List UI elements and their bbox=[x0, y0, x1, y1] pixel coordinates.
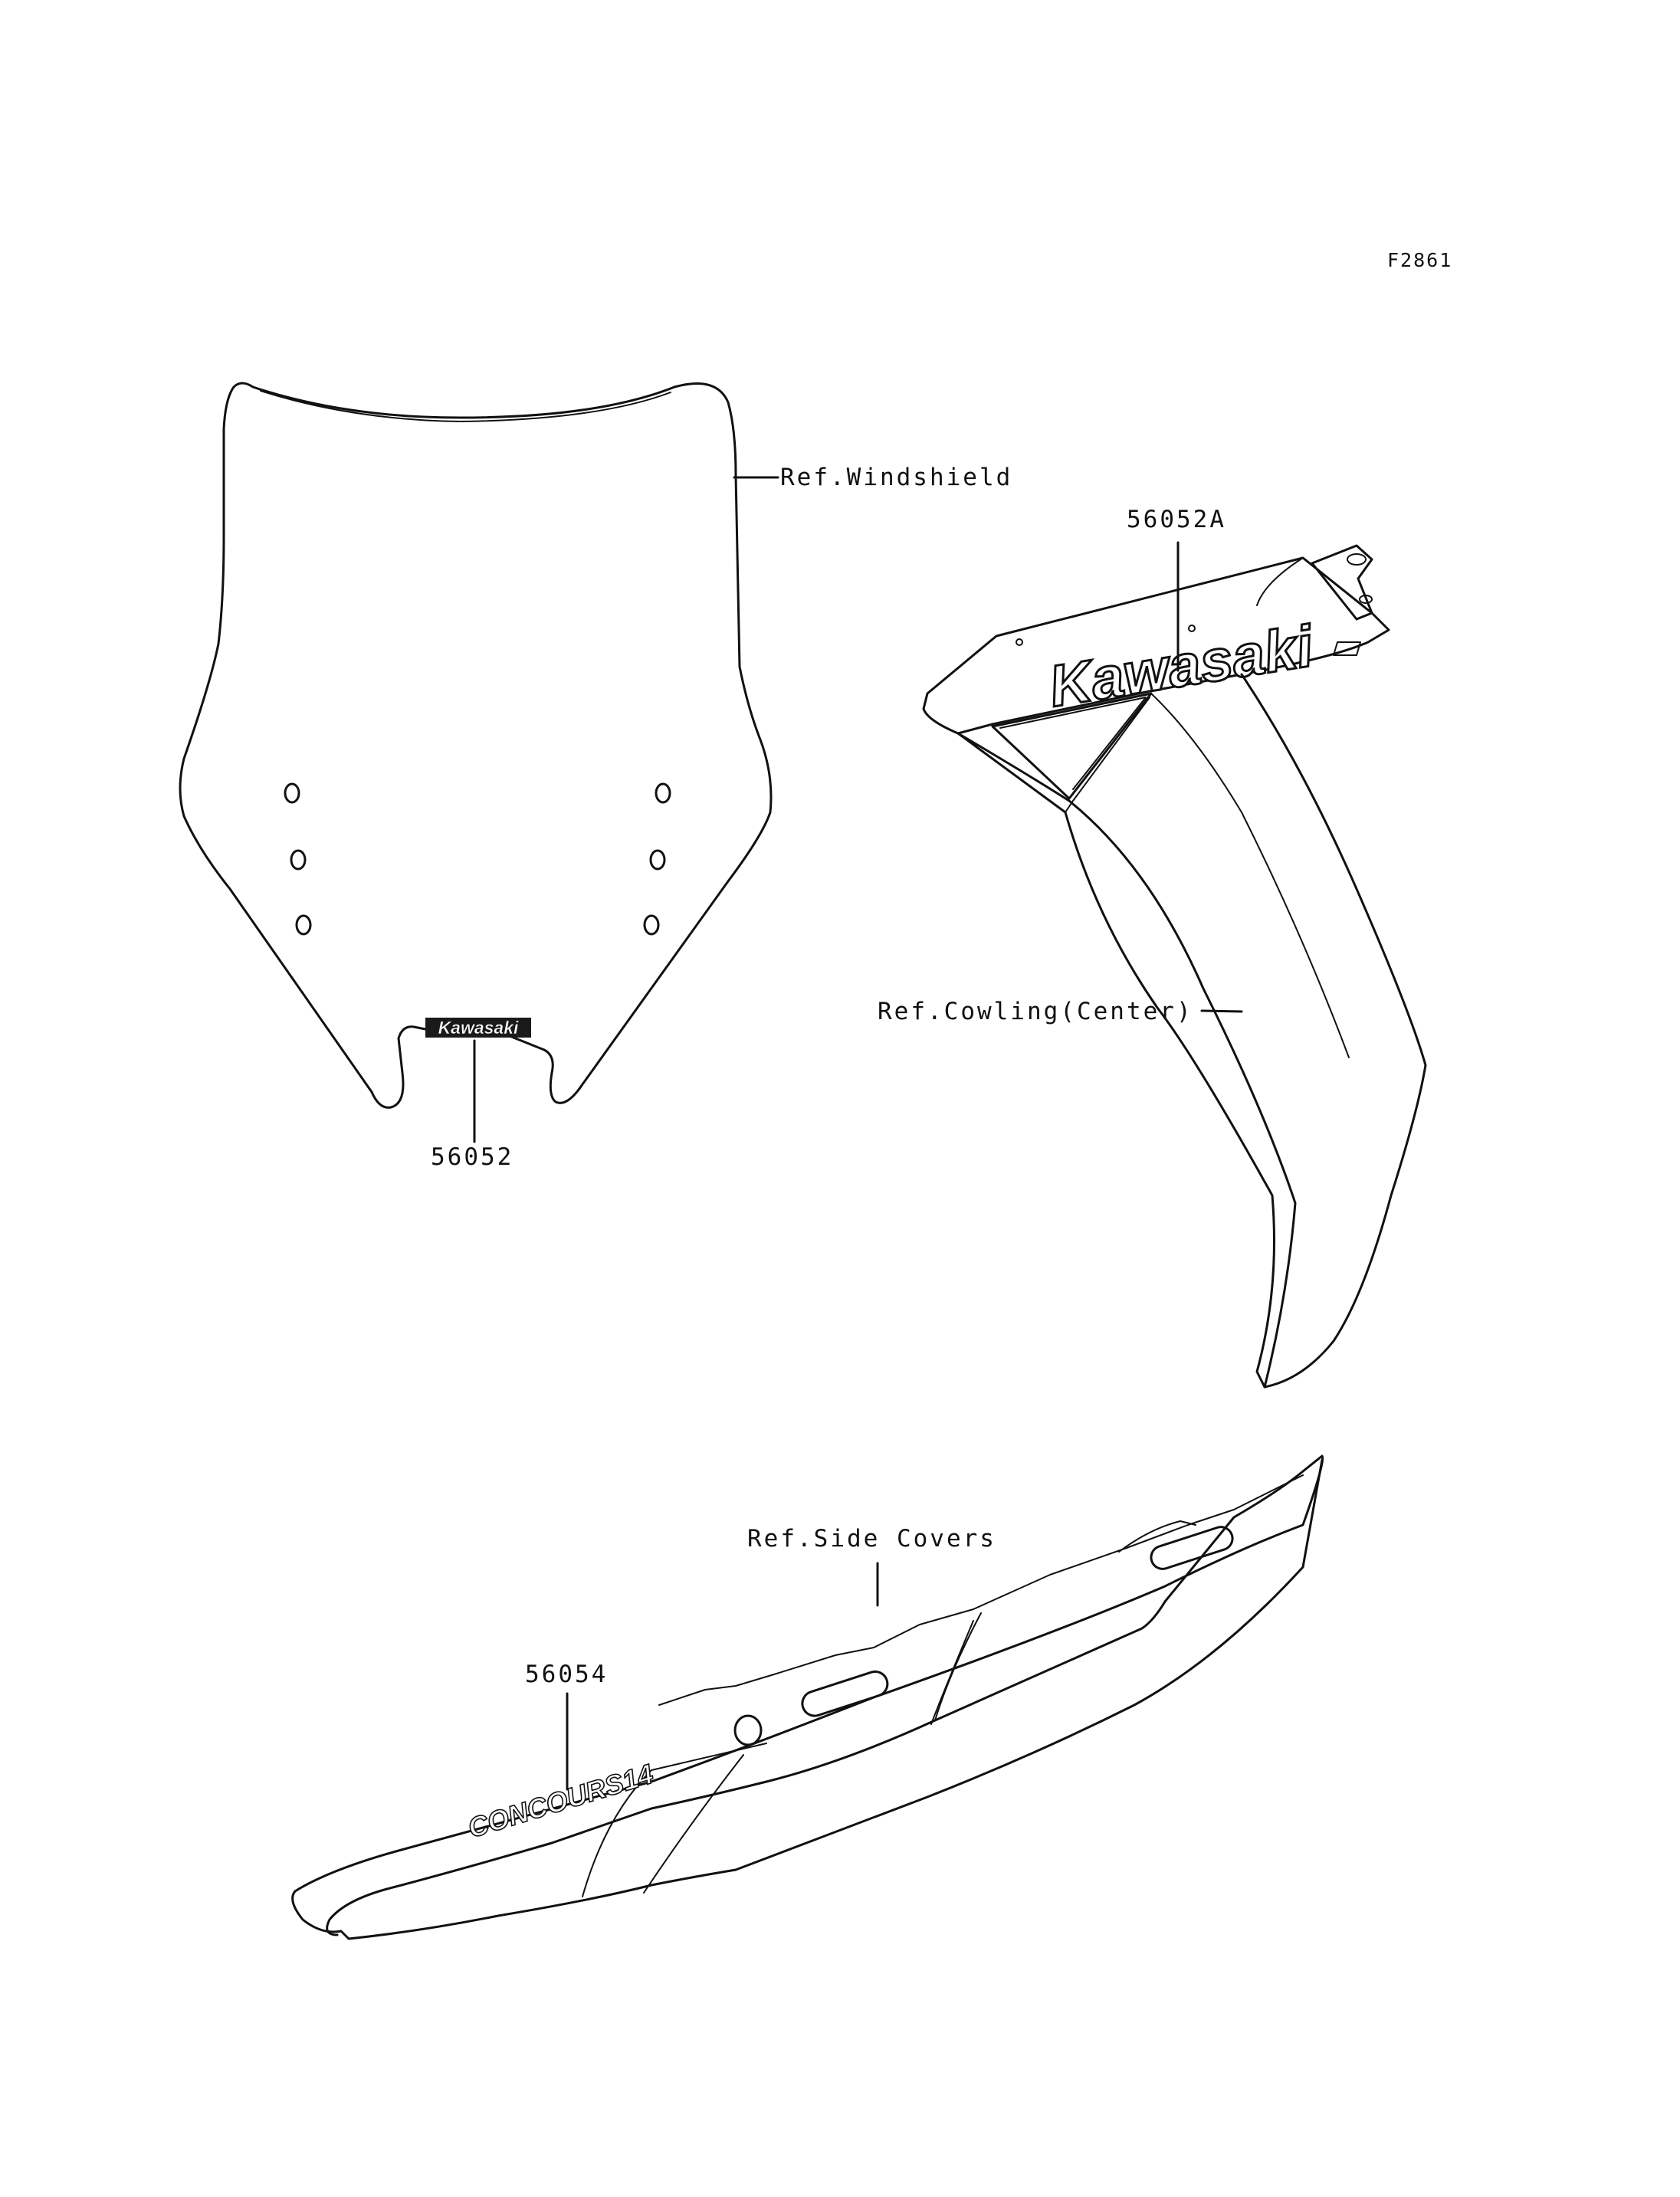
windshield-ref-label: Ref.Windshield bbox=[780, 464, 1012, 491]
cowling-rivet-icon bbox=[1016, 638, 1023, 646]
windshield-mount-holes bbox=[284, 782, 671, 936]
side-cover-panel-line bbox=[930, 1620, 974, 1725]
cowling-top-crease bbox=[1256, 557, 1304, 606]
cowling-right-edge bbox=[1240, 673, 1427, 1389]
side-cover-inner-curve bbox=[643, 1754, 744, 1894]
cowling-drawing: Kawasaki bbox=[922, 541, 1427, 1389]
mount-hole-icon bbox=[295, 914, 312, 936]
side-cover-inner-curve bbox=[582, 1743, 767, 1897]
cowling-bracket bbox=[1311, 544, 1373, 621]
windshield-drawing: Kawasaki bbox=[179, 382, 779, 1143]
windshield-decal-text: Kawasaki bbox=[438, 1018, 519, 1038]
cowling-decal-number: 56052A bbox=[1127, 506, 1226, 533]
cowling-recess-inner bbox=[999, 697, 1147, 790]
cowling-ref-label: Ref.Cowling(Center) bbox=[878, 998, 1193, 1025]
bracket-hole-icon bbox=[1359, 595, 1373, 604]
side-decal-text: CONCOURS14 bbox=[464, 1758, 657, 1844]
cowling-ref-leader bbox=[1200, 1009, 1243, 1013]
cowling-top-panel bbox=[922, 556, 1390, 735]
windshield-top-edge bbox=[260, 390, 671, 422]
cowling-decal-text: Kawasaki bbox=[1045, 613, 1318, 719]
bracket-hole-icon bbox=[1347, 553, 1367, 566]
windshield-decal bbox=[425, 1018, 531, 1038]
cowling-recess bbox=[991, 692, 1153, 800]
side-cover-panel-line bbox=[934, 1612, 982, 1721]
figure-id: F2861 bbox=[1387, 249, 1452, 271]
side-cover-ridge bbox=[1118, 1520, 1196, 1553]
side-cover-vent bbox=[801, 1670, 889, 1717]
cowling-crease bbox=[1150, 693, 1350, 1058]
mount-hole-icon bbox=[290, 849, 307, 871]
cowling-rivet-icon bbox=[1188, 625, 1196, 632]
mount-hole-icon bbox=[655, 782, 671, 804]
mount-hole-icon bbox=[643, 914, 660, 936]
side-cover-ridge bbox=[658, 1474, 1304, 1706]
side-covers-ref-label: Ref.Side Covers bbox=[747, 1525, 996, 1553]
cowling-center-body bbox=[956, 732, 1297, 1389]
side-decal-number: 56054 bbox=[525, 1661, 608, 1688]
mount-hole-icon bbox=[284, 782, 300, 804]
side-cover-hole-icon bbox=[733, 1714, 763, 1746]
cowling-inner-crease bbox=[1065, 697, 1150, 813]
side-cover-vent bbox=[1150, 1526, 1234, 1570]
cowling-vent bbox=[1333, 641, 1361, 656]
mount-hole-icon bbox=[649, 849, 666, 871]
side-cover-lower-edge bbox=[291, 1458, 1324, 1940]
windshield-outline bbox=[179, 382, 773, 1109]
windshield-decal-number: 56052 bbox=[431, 1143, 514, 1171]
